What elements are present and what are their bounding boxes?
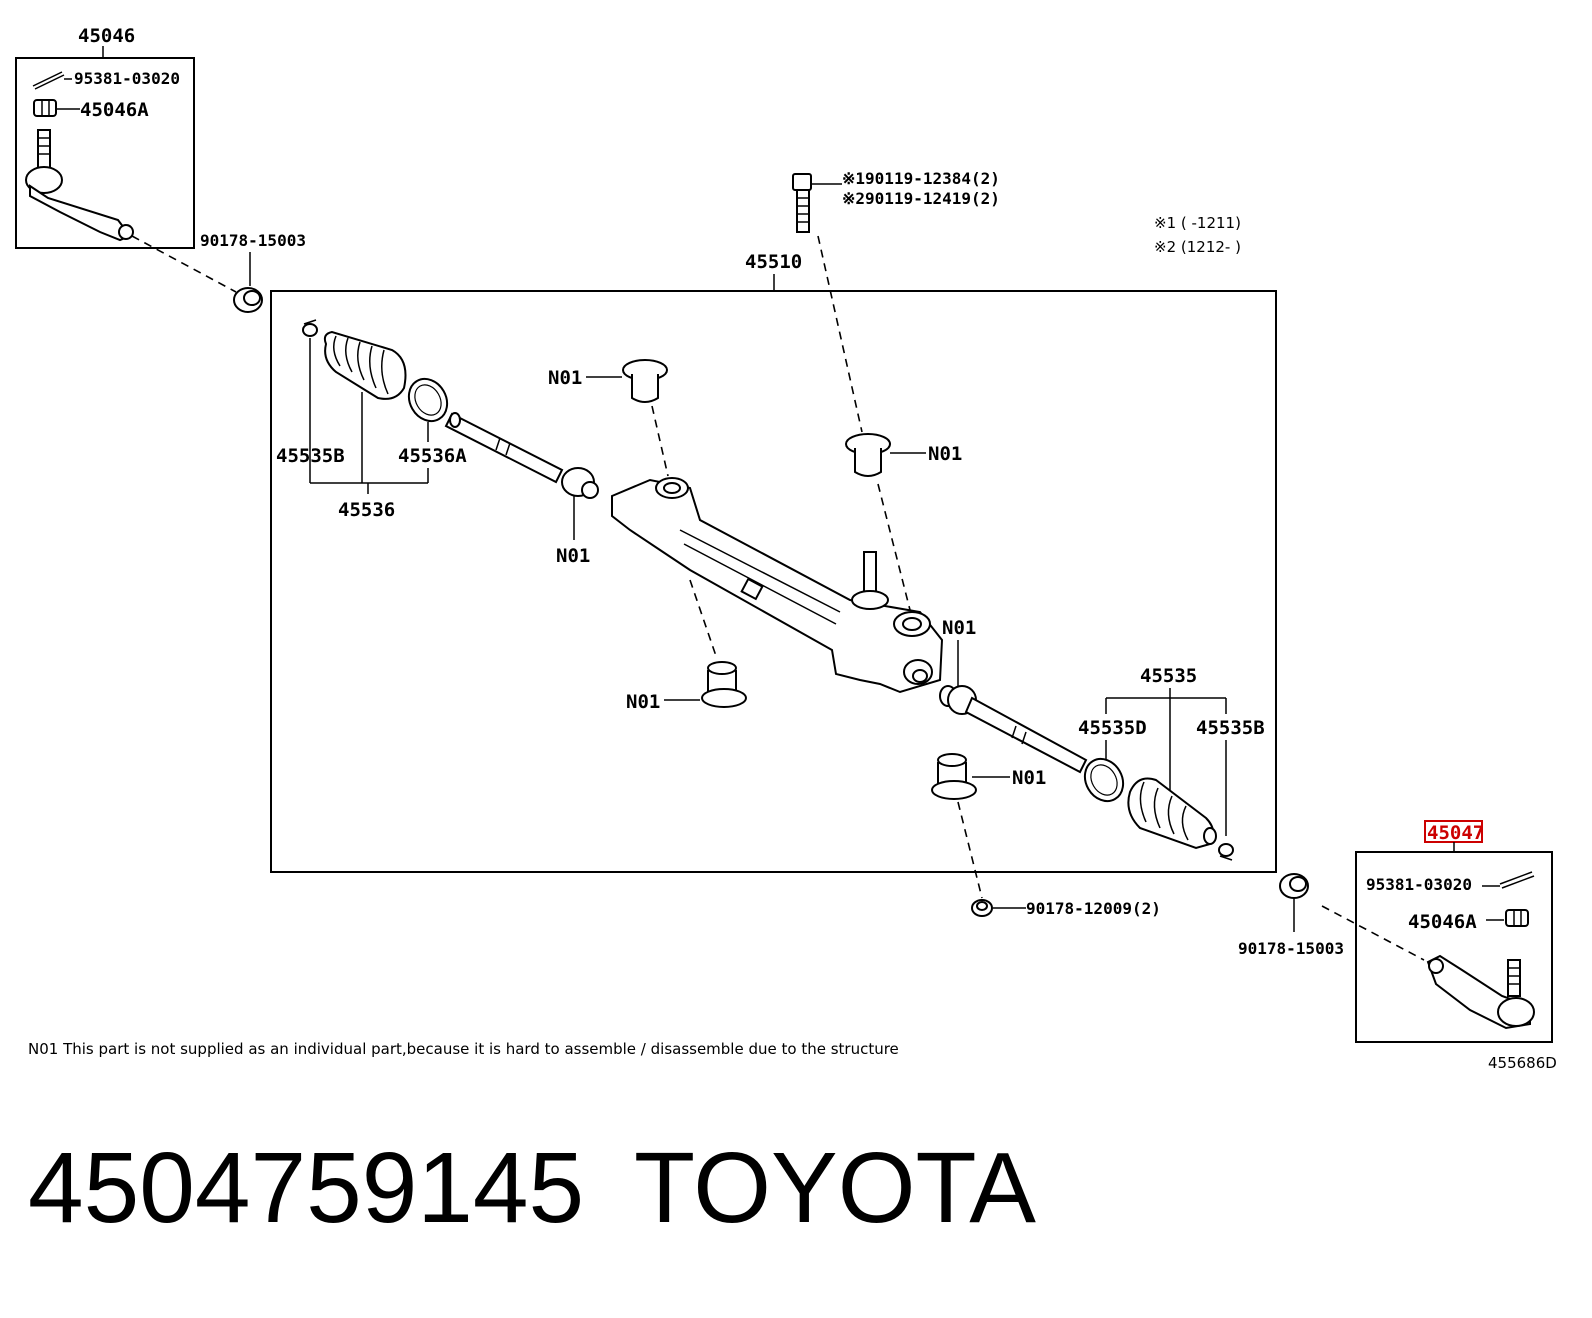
inner-tie-rod-right-icon xyxy=(939,685,1088,774)
rack-box xyxy=(270,290,1277,873)
steering-rack-housing-icon xyxy=(611,477,944,694)
label-bolt-2[interactable]: ※290119-12419(2) xyxy=(842,189,1000,208)
label-45535B-left[interactable]: 45535B xyxy=(276,445,345,467)
label-bolt-1[interactable]: ※190119-12384(2) xyxy=(842,169,1000,188)
label-N01-rod-left[interactable]: N01 xyxy=(556,545,590,567)
boot-band-left-icon xyxy=(407,377,449,423)
left-inset-box xyxy=(15,57,195,249)
right-boot-group: 45535 45535D 45535B xyxy=(1078,665,1265,861)
cotter-pin-icon xyxy=(32,71,72,90)
label-45046A-left[interactable]: 45046A xyxy=(80,99,149,121)
bushing-right-icon xyxy=(1279,873,1309,899)
label-N01-upper-left[interactable]: N01 xyxy=(548,367,582,389)
label-45046A-right[interactable]: 45046A xyxy=(1408,911,1477,933)
legend-line-2: ※2 (1212- ) xyxy=(1154,238,1241,256)
mount-bushing-upper-left-icon xyxy=(622,359,668,403)
label-90178-15003-left[interactable]: 90178-15003 xyxy=(200,231,306,250)
legend-line-1: ※1 ( -1211) xyxy=(1154,214,1241,232)
brand-name: TOYOTA xyxy=(634,1132,1036,1244)
label-N01-lower-left[interactable]: N01 xyxy=(626,691,660,713)
castle-nut-right-icon xyxy=(1505,909,1529,927)
label-45536[interactable]: 45536 xyxy=(338,499,395,521)
right-tie-rod-end-group: 45047 90178-15003 95381-03020 45046A xyxy=(1238,820,1553,1043)
bushing-left-icon xyxy=(233,287,263,313)
mount-bushing-lower-left-icon xyxy=(701,661,747,708)
label-45535D[interactable]: 45535D xyxy=(1078,717,1147,739)
small-clamp-right-icon xyxy=(1218,843,1234,861)
label-95381-03020-left[interactable]: 95381-03020 xyxy=(74,69,180,88)
label-95381-03020-right[interactable]: 95381-03020 xyxy=(1366,875,1472,894)
boot-left-icon xyxy=(323,330,407,400)
label-45510[interactable]: 45510 xyxy=(745,251,802,273)
label-45535[interactable]: 45535 xyxy=(1140,665,1197,687)
castle-nut-icon xyxy=(33,99,57,117)
label-45535B-right[interactable]: 45535B xyxy=(1196,717,1265,739)
tie-rod-end-right-icon xyxy=(1426,954,1535,1030)
label-45046[interactable]: 45046 xyxy=(78,25,135,47)
label-N01-right-upper[interactable]: N01 xyxy=(928,443,962,465)
label-N01-rod-right[interactable]: N01 xyxy=(942,617,976,639)
label-N01-lower-right[interactable]: N01 xyxy=(1012,767,1046,789)
mount-bushing-lower-right-icon xyxy=(931,753,977,800)
label-90178-15003-right[interactable]: 90178-15003 xyxy=(1238,939,1344,958)
label-45047[interactable]: 45047 xyxy=(1427,822,1484,844)
left-boot-group: 45535B 45536A 45536 xyxy=(276,319,467,521)
left-tie-rod-end-group: 45046 95381-03020 45046A xyxy=(15,25,306,313)
label-90178-12009[interactable]: 90178-12009(2) xyxy=(1026,899,1161,918)
footnote: N01 This part is not supplied as an indi… xyxy=(28,1040,899,1058)
boot-band-right-icon xyxy=(1083,757,1125,803)
mount-bushing-upper-right-icon xyxy=(845,433,891,477)
part-number: 4504759145 xyxy=(28,1132,584,1244)
bolt-icon xyxy=(792,173,812,233)
flange-nut-icon xyxy=(971,899,993,917)
cotter-pin-right-icon xyxy=(1482,871,1535,889)
inner-tie-rod-left-icon xyxy=(444,412,599,499)
boot-right-icon xyxy=(1127,777,1217,850)
tie-rod-end-left-icon xyxy=(25,129,134,242)
right-inset-box xyxy=(1355,851,1553,1043)
small-clamp-left-icon xyxy=(302,319,318,337)
diagram-code: 455686D xyxy=(1488,1054,1557,1072)
label-45536A[interactable]: 45536A xyxy=(398,445,467,467)
bolt-group: ※190119-12384(2) ※290119-12419(2) xyxy=(792,169,1000,433)
